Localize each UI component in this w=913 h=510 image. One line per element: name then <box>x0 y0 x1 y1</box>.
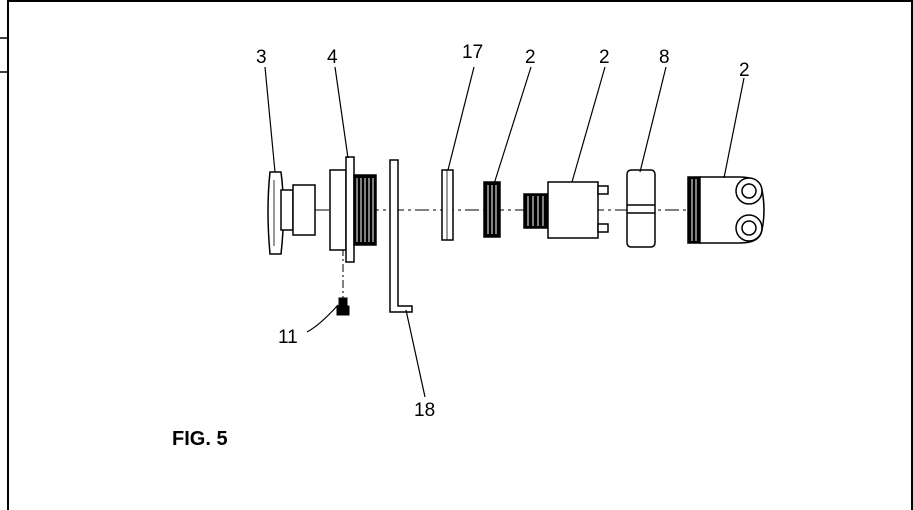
part-2-contact-block <box>687 176 765 244</box>
callout-labels: 3 4 17 2 2 8 2 11 18 <box>256 42 750 421</box>
callout-2b: 2 <box>599 47 610 68</box>
part-2-threaded-ring <box>483 181 501 238</box>
leader-lines <box>264 66 745 398</box>
leader-2b <box>571 66 606 183</box>
part-8-hex-nut <box>626 169 656 248</box>
leader-11 <box>306 304 339 333</box>
callout-18: 18 <box>414 400 435 421</box>
part-3-button-cap <box>267 171 316 255</box>
callout-3: 3 <box>256 47 267 68</box>
leader-3 <box>264 66 276 173</box>
figure-caption: FIG. 5 <box>172 428 228 450</box>
callout-8: 8 <box>659 47 670 68</box>
part-17-washer <box>441 169 454 241</box>
part-2-switch-body <box>523 181 609 239</box>
part-18-bracket <box>389 159 413 313</box>
callout-2a: 2 <box>525 47 536 68</box>
callout-11: 11 <box>278 327 298 348</box>
callout-17: 17 <box>462 42 483 63</box>
leader-8 <box>639 66 667 173</box>
leader-4 <box>334 66 349 159</box>
leader-18 <box>405 309 426 398</box>
leader-2a <box>493 66 532 185</box>
callout-4: 4 <box>327 47 338 68</box>
leader-2c <box>723 77 745 179</box>
part-4-threaded-bezel <box>329 156 377 263</box>
leader-17 <box>447 66 475 171</box>
part-11-set-screw <box>336 297 350 316</box>
callout-2c: 2 <box>739 60 750 81</box>
